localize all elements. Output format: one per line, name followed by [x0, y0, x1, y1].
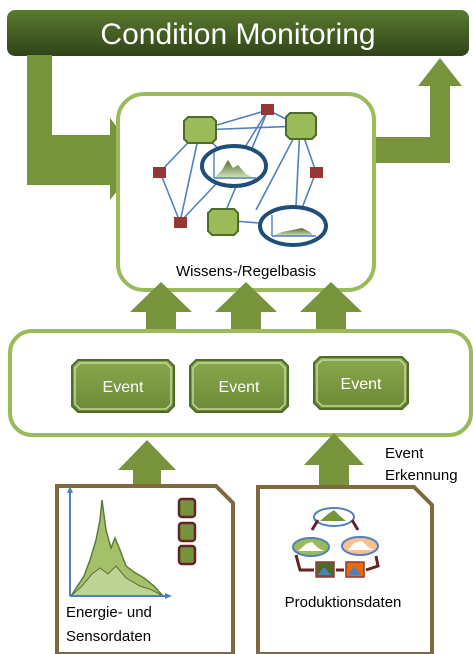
knowledge-base-label: Wissens-/Regelbasis	[176, 263, 316, 280]
up-arrow	[215, 282, 277, 335]
up-arrow	[118, 440, 176, 496]
knowledge-base-box: Wissens-/Regelbasis	[116, 92, 376, 292]
event-detection-label-line1: Event	[385, 445, 424, 462]
sensor-icon	[177, 544, 197, 566]
event-box: Event	[313, 356, 409, 410]
event-label: Event	[219, 379, 260, 396]
pattern-ellipse	[200, 144, 268, 188]
process-cycle-graphic	[292, 507, 380, 578]
energy-sensor-label-line2: Sensordaten	[66, 628, 151, 645]
energy-sensor-document: Energie- und Sensordaten	[55, 484, 235, 654]
event-box: Event	[189, 359, 289, 413]
up-arrow	[304, 433, 364, 492]
event-box: Event	[71, 359, 175, 413]
production-data-document: Produktionsdaten	[256, 485, 434, 654]
red-node	[174, 217, 187, 228]
title-banner: Condition Monitoring	[7, 10, 469, 56]
energy-sensor-label-line1: Energie- und	[66, 604, 152, 621]
up-arrows-events	[130, 282, 362, 335]
red-node	[310, 167, 323, 178]
rule-node	[183, 116, 217, 144]
output-arrow-right	[350, 58, 462, 163]
input-arrow-left	[27, 55, 142, 200]
sensor-icon	[177, 521, 197, 543]
red-node	[261, 104, 274, 115]
up-arrows-sources	[118, 433, 364, 496]
red-node	[153, 167, 166, 178]
rule-node	[207, 208, 239, 236]
up-arrow	[300, 282, 362, 335]
up-arrow	[130, 282, 192, 335]
title-text: Condition Monitoring	[100, 18, 375, 51]
pattern-ellipse	[258, 205, 328, 247]
event-detection-label-line2: Erkennung	[385, 467, 458, 484]
production-data-label: Produktionsdaten	[285, 594, 402, 611]
rule-node	[285, 112, 317, 140]
event-label: Event	[341, 376, 382, 393]
event-label: Event	[103, 379, 144, 396]
sensor-icon	[177, 497, 197, 519]
